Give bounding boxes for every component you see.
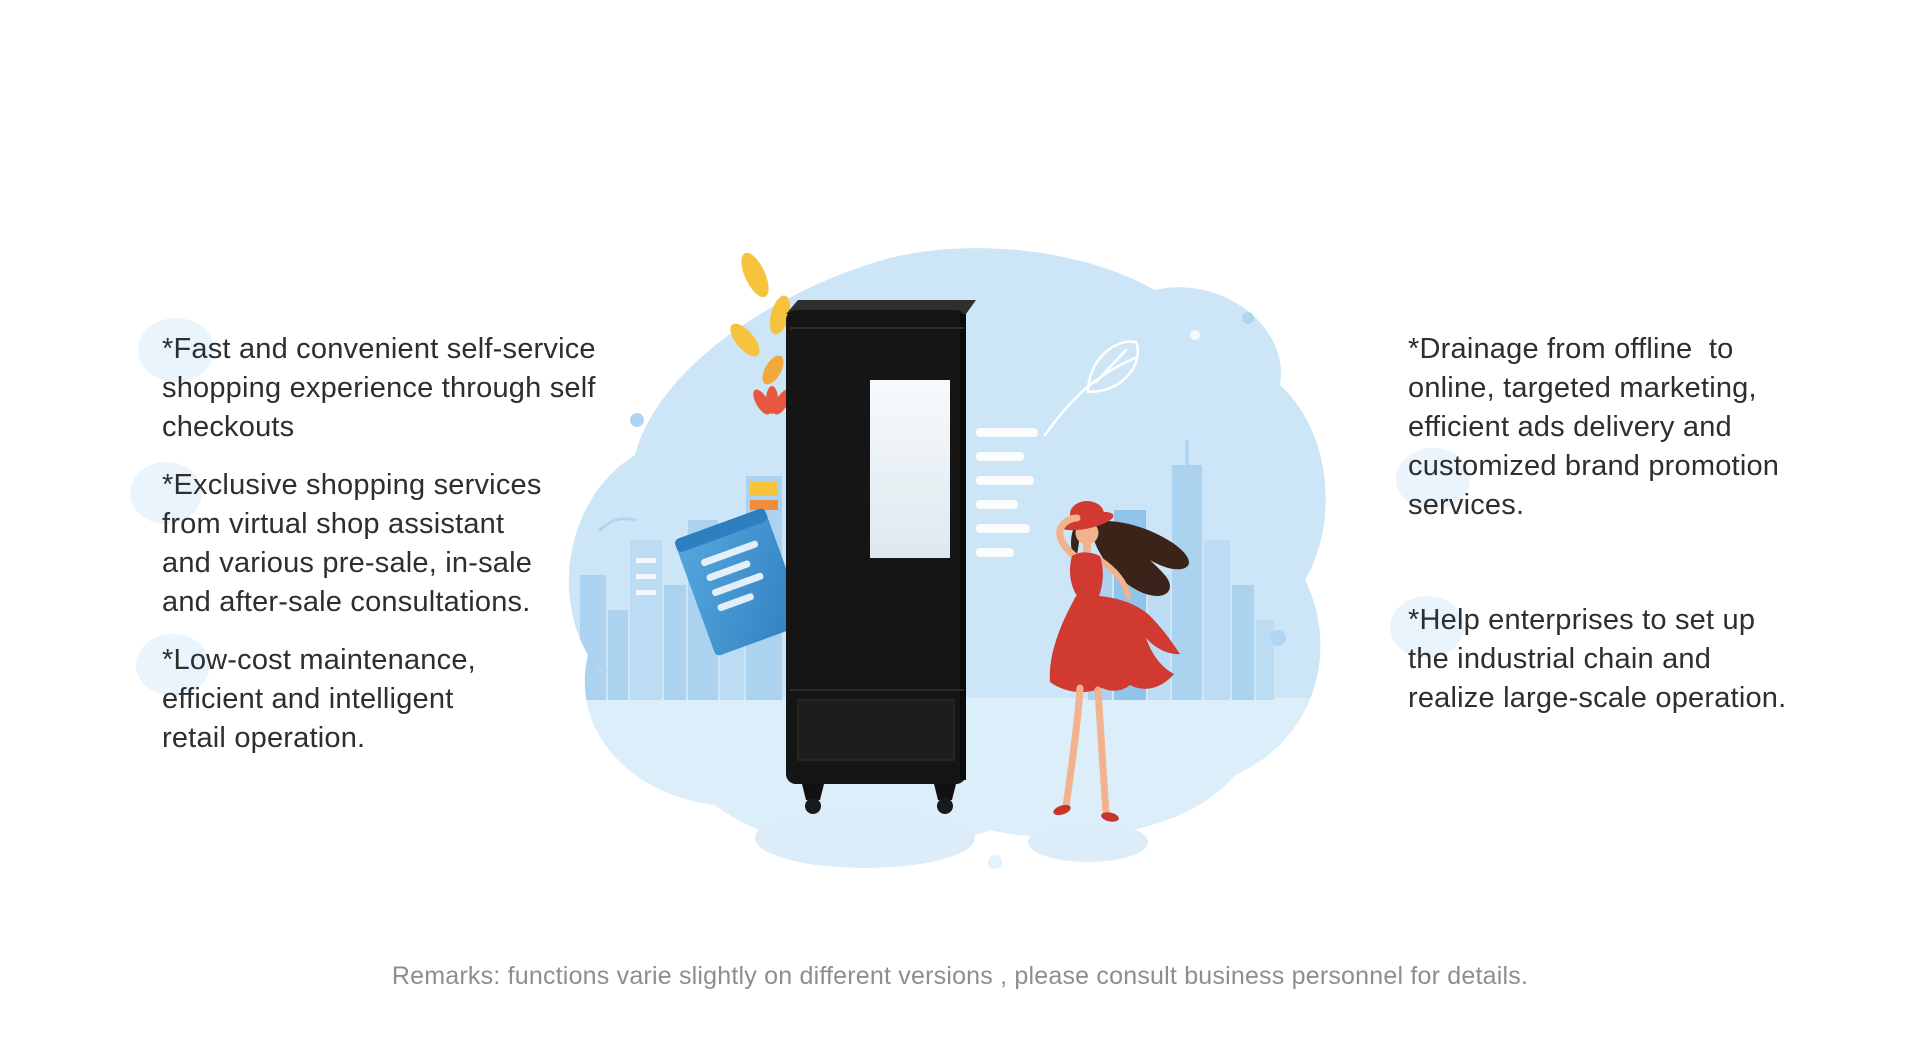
soft-blob-right-2: [1390, 596, 1464, 658]
shadow-ellipses: [755, 808, 1148, 869]
soft-blob-left-2: [130, 462, 202, 524]
bullet-help-enterprises: *Help enterprises to set up the industri…: [1408, 604, 1787, 714]
dress-skirt: [1049, 596, 1180, 693]
bullet-exclusive-services: *Exclusive shopping services from virtua…: [162, 469, 542, 618]
soft-blob-right-1: [1396, 448, 1470, 510]
machine-casters: [802, 784, 956, 814]
remarks-note: Remarks: functions varie slightly on dif…: [391, 962, 1529, 990]
leaf-outline-decoration: [1043, 340, 1139, 437]
bullet-list-right: *Drainage from offline to online, target…: [1408, 330, 1868, 794]
soft-blob-left-3: [136, 634, 210, 696]
flying-card: [675, 508, 805, 656]
hair: [1092, 520, 1189, 597]
dot-decorations: [597, 312, 1286, 675]
bullet-drainage: *Drainage from offline to online, target…: [1408, 333, 1780, 521]
vending-machine: [786, 300, 976, 814]
woman-figure: [1049, 501, 1189, 822]
bullet-low-cost: *Low-cost maintenance, efficient and int…: [162, 644, 476, 754]
bullet-list-left: *Fast and convenient self-service shoppi…: [162, 330, 702, 777]
menu-lines-decoration: [976, 428, 1038, 557]
hat: [1060, 511, 1114, 531]
bullet-self-service: *Fast and convenient self-service shoppi…: [162, 333, 596, 443]
vending-machine-illustration: [568, 248, 1326, 869]
soft-blob-left-1: [138, 318, 214, 382]
machine-screen: [870, 380, 950, 558]
